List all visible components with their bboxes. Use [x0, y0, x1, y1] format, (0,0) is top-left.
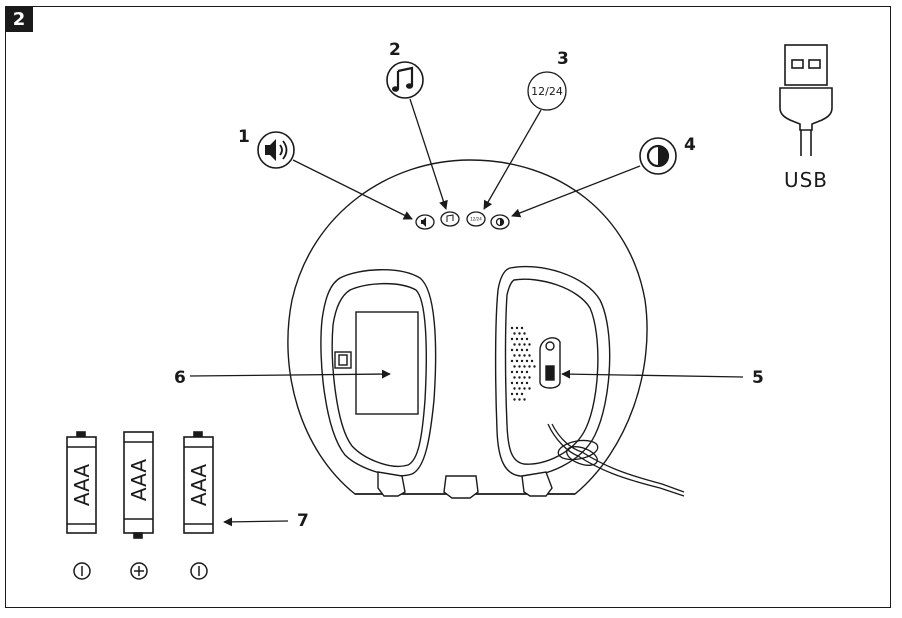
- battery-3-label: AAA: [187, 464, 211, 506]
- callout-batteries: 7: [223, 511, 309, 531]
- callout-music: 2: [386, 40, 448, 210]
- grille-dot: [510, 359, 514, 363]
- grille-dot: [518, 376, 521, 379]
- figure-frame: [5, 6, 891, 608]
- battery-compartment: [320, 269, 437, 477]
- battery-3: AAA: [183, 431, 214, 534]
- grille-dot: [513, 343, 516, 346]
- grille-dot: [528, 354, 531, 357]
- grille-dot: [525, 381, 529, 385]
- grille-dot: [510, 381, 514, 385]
- grille-dot: [523, 387, 526, 390]
- callout-number-7: 7: [297, 511, 309, 531]
- grille-dot: [523, 332, 526, 335]
- polarity-minus-icon: [73, 562, 91, 580]
- grille-dot: [528, 365, 531, 368]
- grille-dot: [525, 348, 529, 352]
- grille-dot: [518, 398, 521, 401]
- device-buttons: 12/24: [415, 211, 510, 230]
- battery-1: AAA: [66, 431, 97, 534]
- grille-dot: [515, 381, 519, 385]
- grille-dot: [520, 381, 524, 385]
- callout-number-5: 5: [752, 368, 764, 388]
- grille-dot: [523, 354, 526, 357]
- time-format-button-label: 12/24: [470, 217, 482, 222]
- callout-socket: 5: [561, 368, 764, 388]
- power-cable: [547, 423, 685, 497]
- grille-dot: [518, 354, 521, 357]
- grille-dot: [520, 348, 524, 352]
- grille-dot: [515, 359, 519, 363]
- grille-dot: [533, 365, 536, 368]
- grille-dot: [525, 337, 529, 341]
- usb-plug-icon: [779, 44, 833, 156]
- callout-number-4: 4: [684, 135, 696, 155]
- time-format-icon: 12/24: [527, 71, 567, 111]
- grille-dot: [510, 348, 514, 352]
- grille-dot: [518, 365, 521, 368]
- polarity-minus-icon: [190, 562, 208, 580]
- grille-dot: [513, 376, 516, 379]
- time-format-button[interactable]: 12/24: [466, 211, 486, 227]
- device-feet: [377, 471, 553, 499]
- grille-dot: [515, 337, 519, 341]
- callout-number-2: 2: [389, 40, 401, 60]
- figure-number-badge: 2: [5, 6, 33, 32]
- callout-volume: 1: [238, 127, 413, 220]
- grille-dot: [515, 392, 519, 396]
- grille-dot: [530, 359, 534, 363]
- grille-dot: [513, 332, 516, 335]
- speaker-grille: [510, 326, 536, 401]
- battery-2: AAA: [123, 431, 154, 539]
- grille-dot: [520, 392, 524, 396]
- callout-time-format: 3 12/24: [483, 49, 569, 210]
- half-circle-icon: [639, 137, 677, 175]
- grille-dot: [520, 326, 524, 330]
- grille-dot: [528, 387, 531, 390]
- grille-dot: [513, 354, 516, 357]
- grille-dot: [518, 343, 521, 346]
- battery-2-label: AAA: [127, 459, 151, 501]
- time-format-icon-label: 12/24: [531, 85, 563, 98]
- speaker-icon: [257, 131, 295, 169]
- grille-dot: [515, 348, 519, 352]
- volume-button[interactable]: [415, 214, 435, 230]
- batteries: AAA AAA AAA: [66, 431, 214, 580]
- grille-dot: [525, 359, 529, 363]
- grille-dot: [520, 359, 524, 363]
- cable-compartment: [494, 265, 611, 477]
- callout-number-3: 3: [557, 49, 569, 69]
- grille-dot: [515, 326, 519, 330]
- grille-dot: [513, 387, 516, 390]
- usb-label: USB: [784, 168, 828, 192]
- grille-dot: [528, 343, 531, 346]
- grille-dot: [528, 376, 531, 379]
- battery-1-label: AAA: [70, 464, 94, 506]
- callout-battery-compartment: 6: [174, 368, 391, 388]
- grille-dot: [523, 365, 526, 368]
- grille-dot: [510, 370, 514, 374]
- grille-dot: [515, 370, 519, 374]
- grille-dot: [510, 326, 514, 330]
- music-button[interactable]: [440, 211, 460, 227]
- grille-dot: [523, 343, 526, 346]
- grille-dot: [523, 376, 526, 379]
- grille-dot: [523, 398, 526, 401]
- callout-number-6: 6: [174, 368, 186, 388]
- polarity-plus-icon: [130, 562, 148, 580]
- grille-dot: [525, 370, 529, 374]
- grille-dot: [513, 365, 516, 368]
- grille-dot: [510, 337, 514, 341]
- grille-dot: [520, 337, 524, 341]
- grille-dot: [518, 332, 521, 335]
- callout-brightness: 4: [511, 135, 696, 218]
- grille-dot: [520, 370, 524, 374]
- callout-number-1: 1: [238, 127, 250, 147]
- grille-dot: [513, 398, 516, 401]
- brightness-button[interactable]: [490, 214, 510, 230]
- grille-dot: [510, 392, 514, 396]
- grille-dot: [518, 387, 521, 390]
- music-note-icon: [386, 61, 424, 99]
